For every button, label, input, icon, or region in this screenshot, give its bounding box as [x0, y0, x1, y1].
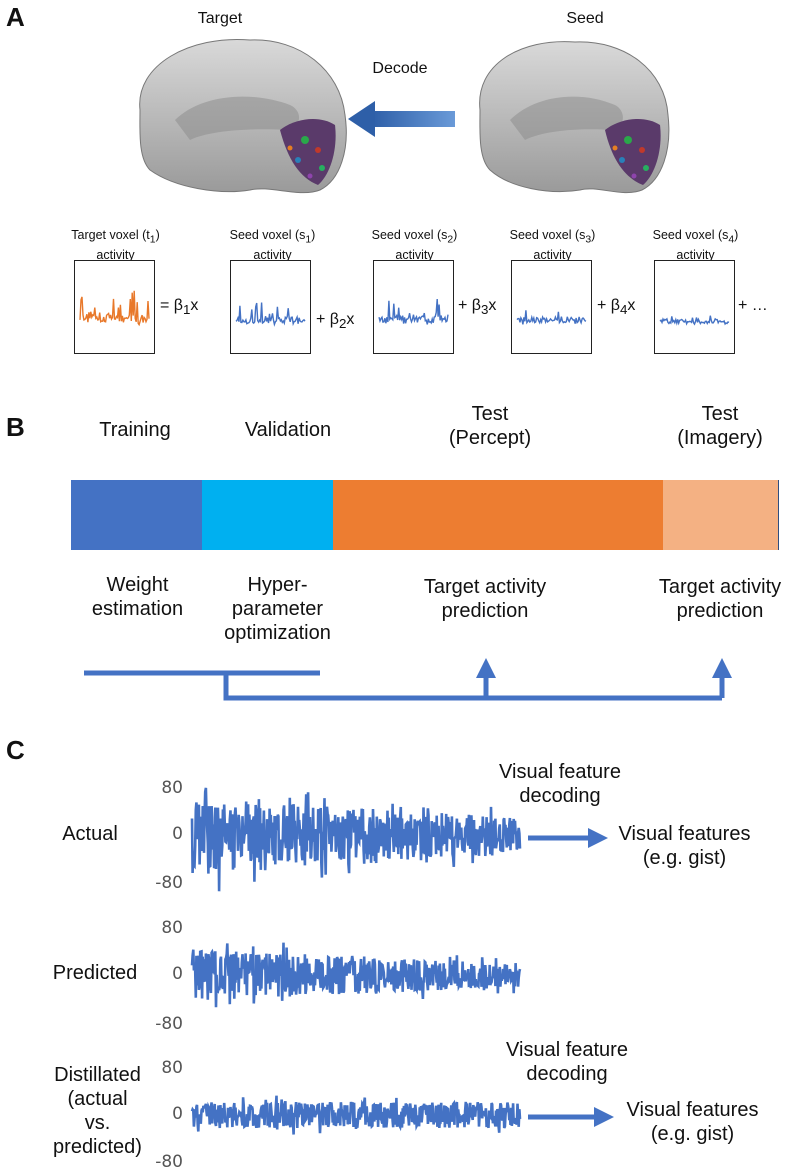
seed-voxel-label-4: Seed voxel (s4) activity	[652, 228, 739, 262]
operator-1: = β1x	[160, 297, 199, 318]
seed-voxel-box-1	[230, 260, 311, 354]
decode-arrow	[348, 101, 455, 137]
seed-voxel-label-3: Seed voxel (s3) activity	[509, 228, 596, 262]
seed-voxel-trace-3	[516, 310, 587, 326]
arrow-actual-to-features	[528, 828, 608, 848]
distillated-trace	[190, 1095, 522, 1135]
ellipsis: + …	[738, 297, 768, 314]
seed-voxel-box-4	[654, 260, 735, 354]
seed-voxel-label-2: Seed voxel (s2) activity	[371, 228, 458, 262]
phase-title-test-percept: Test(Percept)	[448, 403, 532, 449]
operator-2: + β2x	[316, 311, 355, 332]
panel-c-label: C	[6, 735, 25, 765]
arrow-distillated-to-features	[528, 1107, 614, 1127]
phase-bar-test-percept	[333, 480, 664, 550]
row-label-actual: Actual	[62, 823, 118, 845]
output-label-actual: Visual features(e.g. gist)	[618, 823, 751, 869]
seed-title: Seed	[566, 10, 604, 27]
seed-voxel-trace-1	[235, 302, 306, 327]
tick-80-predicted: 80	[161, 918, 183, 938]
seed-voxel-box-3	[511, 260, 592, 354]
tick-neg80-predicted: -80	[155, 1014, 183, 1034]
operator-3: + β3x	[458, 297, 497, 318]
phase-bar-training	[71, 480, 203, 550]
panel-a-label: A	[6, 2, 25, 32]
target-voxel-label: Target voxel (t1) activity	[71, 228, 160, 262]
seed-voxel-box-2	[373, 260, 454, 354]
seed-voxel-trace-4	[659, 315, 730, 326]
arrow-to-test-imagery	[712, 658, 732, 678]
phase-title-test-imagery: Test(Imagery)	[677, 403, 763, 449]
tick-0-predicted: 0	[172, 964, 183, 984]
phase-title-validation: Validation	[244, 419, 332, 441]
arrow-to-test-percept	[476, 658, 496, 678]
target-voxel-trace	[79, 290, 150, 327]
tick-0-actual: 0	[172, 824, 183, 844]
tick-neg80-actual: -80	[155, 873, 183, 893]
phase-bar-validation	[202, 480, 334, 550]
seed-brain-image	[479, 41, 670, 194]
flow-connector	[84, 670, 725, 701]
tick-0-distillated: 0	[172, 1104, 183, 1124]
seed-voxel-trace-2	[378, 298, 449, 325]
actual-trace	[190, 787, 522, 892]
phase-title-training: Training	[99, 419, 171, 441]
seed-voxel-label-1: Seed voxel (s1) activity	[229, 228, 316, 262]
row-label-predicted: Predicted	[52, 962, 138, 984]
operator-4: + β4x	[597, 297, 636, 318]
target-voxel-box	[74, 260, 155, 354]
tick-neg80-distillated: -80	[155, 1152, 183, 1172]
predicted-trace	[190, 942, 522, 1008]
decode-label: Decode	[372, 60, 428, 77]
phase-bar-test-imagery	[663, 480, 779, 550]
panel-b-label: B	[6, 412, 25, 442]
target-brain-image	[139, 38, 347, 194]
output-label-distillated: Visual features(e.g. gist)	[626, 1099, 759, 1145]
target-title: Target	[197, 10, 243, 27]
tick-80-distillated: 80	[161, 1058, 183, 1078]
tick-80-actual: 80	[161, 778, 183, 798]
